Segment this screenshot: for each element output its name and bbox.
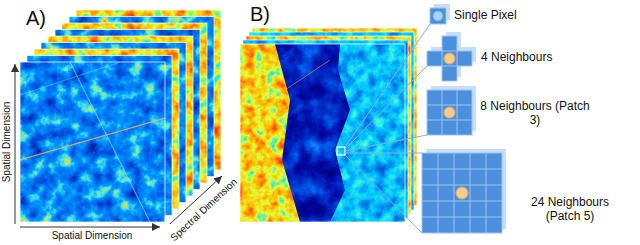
axis-arrows [15,64,222,227]
pixel-marker [337,147,345,155]
patch-label: 24 Neighbours (Patch 5) [514,195,626,224]
front-image [20,62,165,222]
axis-label: Spectral Dimension [168,176,240,244]
single-pixel-patch [430,4,450,24]
axis-label: Spatial Dimension [1,102,13,183]
patch-label: 4 Neighbours [481,50,552,64]
patch-3 [427,86,476,135]
land-region [240,44,300,222]
panel-letter: B) [250,2,270,26]
zoom-lines [345,24,430,233]
image-features [20,62,165,222]
axis-label: Spatial Dimension [52,230,133,242]
hyperspectral-cube-a [20,10,221,222]
panel-letter: A) [26,6,46,30]
four-neighbour-patch [427,32,476,81]
patch-5 [422,149,506,233]
patch-label: 8 Neighbours (Patch 3) [479,99,591,128]
patch-label: Single Pixel [454,8,517,22]
hyperspectral-cube-b [240,28,417,222]
sea-region [240,44,405,222]
land-region [330,44,405,222]
